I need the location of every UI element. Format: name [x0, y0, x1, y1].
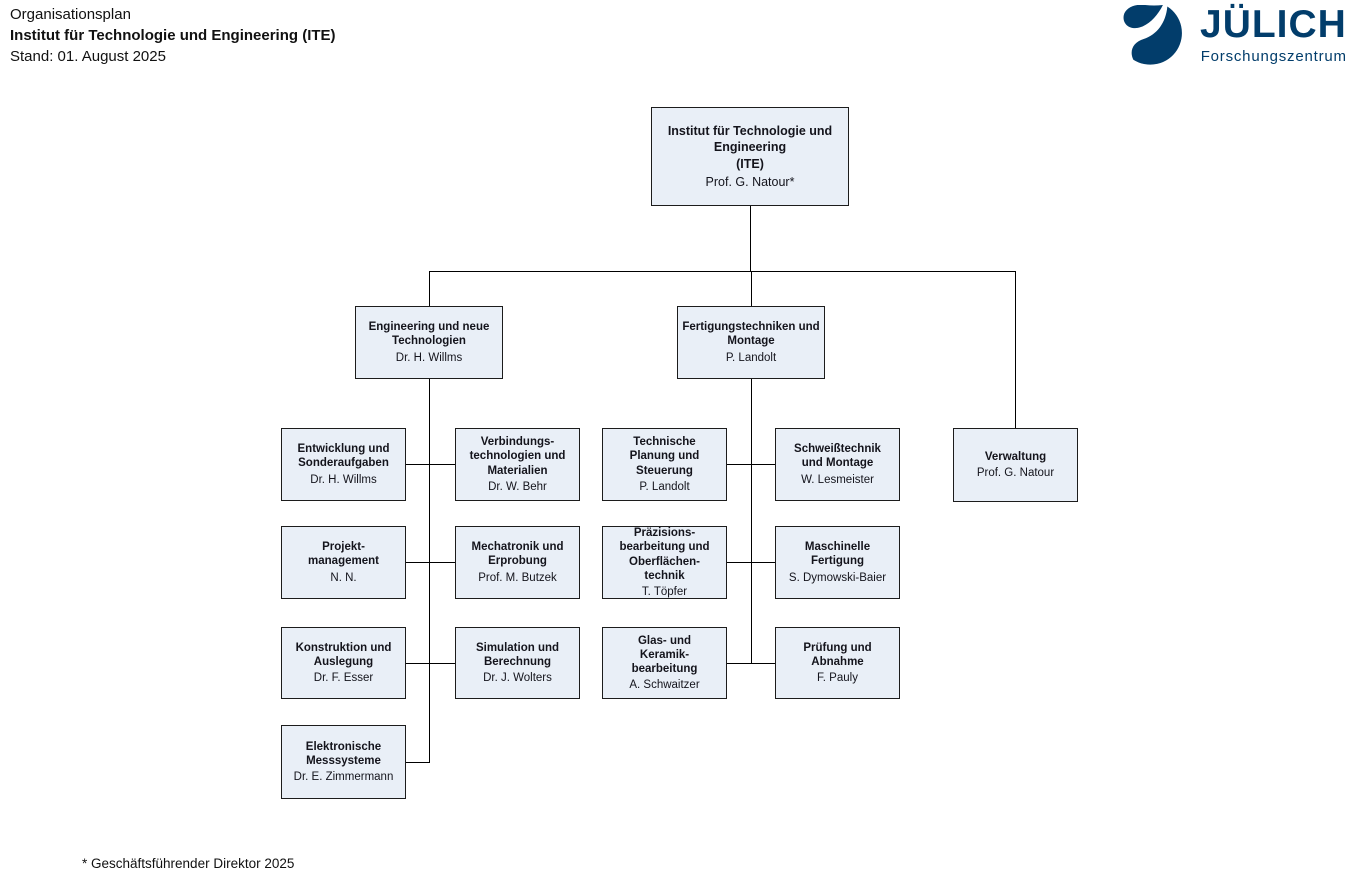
- org-node-title: Glas- und Keramik- bearbeitung: [631, 634, 698, 675]
- org-node-engineering: Engineering und neue Technologien Dr. H.…: [355, 306, 503, 379]
- org-node-fertigungstechniken: Fertigungstechniken und Montage P. Lando…: [677, 306, 825, 379]
- juelich-wordmark: JÜLICH: [1200, 3, 1347, 46]
- org-node-title: Mechatronik und Erprobung: [471, 541, 564, 568]
- connector-stub-mid-row2: [727, 562, 775, 563]
- org-node-person: P. Landolt: [639, 480, 690, 493]
- org-node-title: Prüfung und Abnahme: [803, 641, 872, 668]
- org-node-title: Elektronische Messsysteme: [305, 740, 382, 767]
- org-node-person: A. Schwaitzer: [629, 679, 700, 692]
- org-node-title: Institut für Technologie und Engineering…: [667, 124, 833, 171]
- org-node-title: Fertigungstechniken und Montage: [682, 321, 820, 348]
- org-node-person: T. Töpfer: [641, 585, 688, 598]
- connector-main-horizontal: [429, 271, 1016, 272]
- org-node-person: Dr. E. Zimmermann: [293, 771, 394, 783]
- connector-stub-left-row4: [406, 762, 430, 763]
- org-node-simulation: Simulation und Berechnung Dr. J. Wolters: [455, 627, 580, 699]
- org-node-title: Präzisions- bearbeitung und Oberflächen-…: [619, 527, 710, 582]
- org-node-person: P. Landolt: [725, 351, 777, 364]
- org-node-pruefung-abnahme: Prüfung und Abnahme F. Pauly: [775, 627, 900, 699]
- org-node-person: Prof. G. Natour*: [705, 174, 795, 189]
- org-node-person: S. Dymowski-Baier: [788, 571, 887, 584]
- org-node-schweisstechnik: Schweißtechnik und Montage W. Lesmeister: [775, 428, 900, 501]
- connector-stub-left-row1: [406, 464, 455, 465]
- org-node-title: Konstruktion und Auslegung: [295, 641, 392, 668]
- org-node-person: Prof. M. Butzek: [478, 571, 557, 584]
- connector-stub-left-row3: [406, 663, 455, 664]
- org-node-person: Dr. J. Wolters: [483, 672, 552, 684]
- org-node-person: W. Lesmeister: [801, 473, 874, 486]
- org-node-title: Entwicklung und Sonderaufgaben: [297, 443, 390, 470]
- org-node-title: Maschinelle Fertigung: [804, 541, 871, 568]
- org-node-person: F. Pauly: [817, 672, 858, 684]
- connector-root-drop: [750, 206, 751, 271]
- footnote: * Geschäftsführender Direktor 2025: [82, 856, 295, 871]
- org-node-person: Dr. H. Willms: [310, 473, 377, 486]
- juelich-logo-text: JÜLICH Forschungszentrum: [1200, 3, 1347, 65]
- org-node-title: Schweißtechnik und Montage: [794, 443, 881, 470]
- org-node-title: Simulation und Berechnung: [475, 641, 560, 668]
- org-node-praezisionsbearbeitung: Präzisions- bearbeitung und Oberflächen-…: [602, 526, 727, 599]
- org-node-person: Prof. G. Natour: [976, 467, 1055, 479]
- connector-engineering-trunk: [429, 379, 430, 762]
- org-node-technische-planung: Technische Planung und Steuerung P. Land…: [602, 428, 727, 501]
- org-node-title: Verbindungs- technologien und Materialie…: [469, 436, 566, 477]
- document-date: Stand: 01. August 2025: [10, 48, 166, 65]
- document-header: Organisationsplan Institut für Technolog…: [10, 4, 336, 67]
- org-node-elektronische-messsysteme: Elektronische Messsysteme Dr. E. Zimmerm…: [281, 725, 406, 799]
- juelich-logo-icon: [1123, 5, 1182, 65]
- org-node-projektmanagement: Projekt- management N. N.: [281, 526, 406, 599]
- org-node-entwicklung: Entwicklung und Sonderaufgaben Dr. H. Wi…: [281, 428, 406, 501]
- org-node-mechatronik: Mechatronik und Erprobung Prof. M. Butze…: [455, 526, 580, 599]
- connector-verwaltung-drop: [1015, 271, 1016, 428]
- org-node-title: Verwaltung: [984, 450, 1047, 463]
- juelich-logo: JÜLICH Forschungszentrum: [1120, 3, 1347, 73]
- connector-stub-mid-row1: [727, 464, 775, 465]
- connector-stub-mid-row3: [727, 663, 775, 664]
- institute-title: Institut für Technologie und Engineering…: [10, 27, 336, 44]
- org-node-person: Dr. F. Esser: [313, 672, 374, 684]
- org-node-person: Dr. W. Behr: [488, 480, 547, 493]
- org-node-konstruktion: Konstruktion und Auslegung Dr. F. Esser: [281, 627, 406, 699]
- juelich-subtitle: Forschungszentrum: [1200, 48, 1347, 65]
- connector-engineering-drop: [429, 271, 430, 306]
- document-type-label: Organisationsplan: [10, 6, 131, 23]
- org-node-verbindungstechnologien: Verbindungs- technologien und Materialie…: [455, 428, 580, 501]
- org-node-title: Projekt- management: [308, 541, 379, 568]
- org-node-person: N. N.: [330, 571, 357, 584]
- org-node-institut: Institut für Technologie und Engineering…: [651, 107, 849, 206]
- org-node-verwaltung: Verwaltung Prof. G. Natour: [953, 428, 1078, 502]
- org-node-maschinelle-fertigung: Maschinelle Fertigung S. Dymowski-Baier: [775, 526, 900, 599]
- org-node-person: Dr. H. Willms: [395, 351, 463, 364]
- connector-fertigung-trunk: [751, 379, 752, 663]
- org-node-title: Technische Planung und Steuerung: [629, 436, 700, 477]
- connector-stub-left-row2: [406, 562, 455, 563]
- connector-fertigung-drop: [751, 271, 752, 306]
- org-node-title: Engineering und neue Technologien: [368, 321, 490, 348]
- org-node-glas-keramik: Glas- und Keramik- bearbeitung A. Schwai…: [602, 627, 727, 699]
